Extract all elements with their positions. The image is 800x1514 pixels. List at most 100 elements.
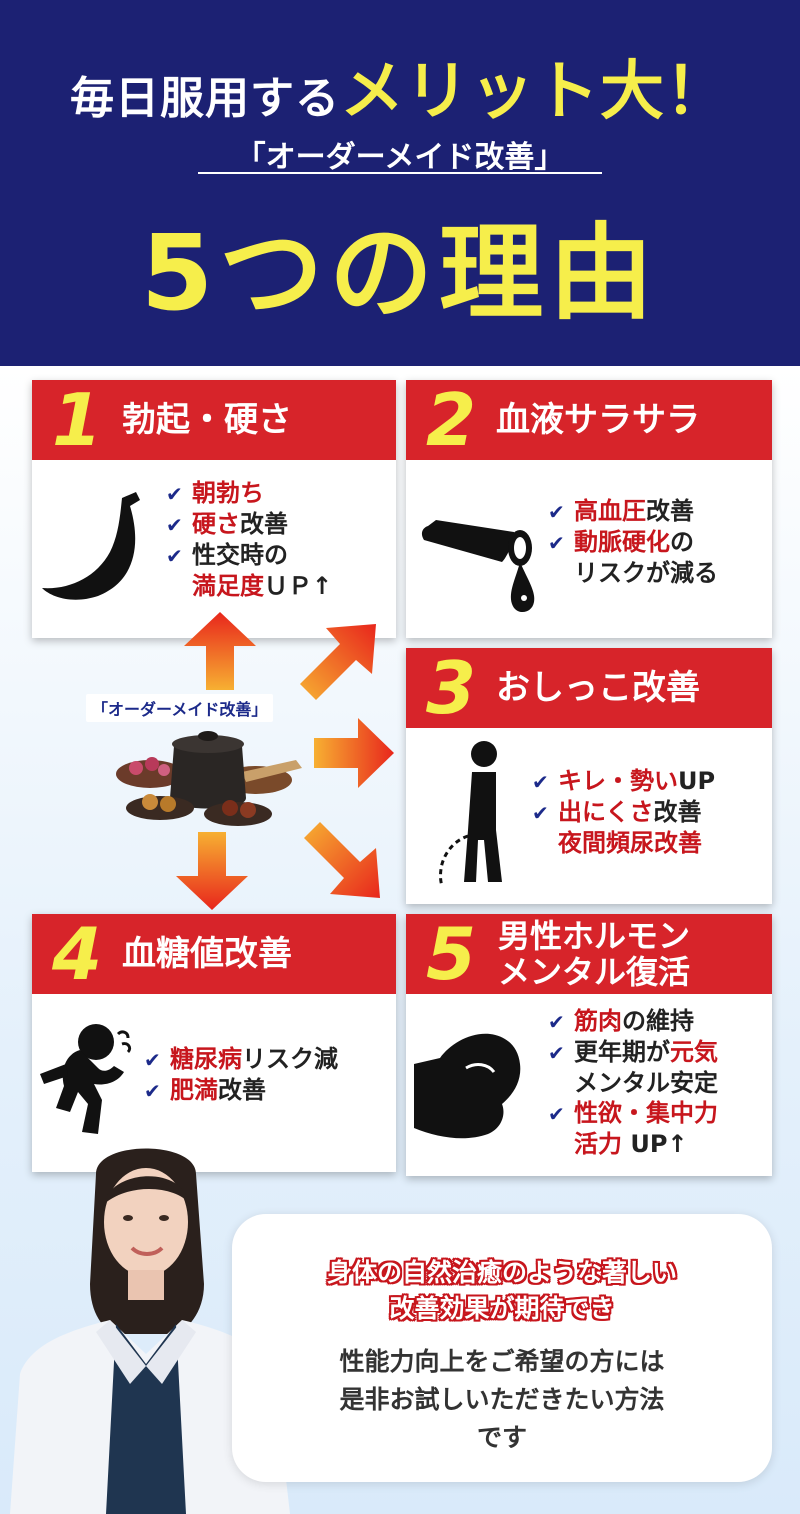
- card-5-title: 男性ホルモン メンタル復活: [498, 918, 690, 990]
- header-line1: 毎日服用するメリット大！: [0, 40, 800, 132]
- card-3: 3 おしっこ改善 ✔キレ・勢いUP ✔出にくさ改善 夜間頻尿改善: [406, 646, 772, 904]
- check-icon: ✔: [548, 1010, 565, 1034]
- card-2-title: 血液サラサラ: [496, 400, 700, 440]
- item-text: 更年期が: [574, 1038, 670, 1066]
- card-2-item: ✔ 高血圧改善: [548, 496, 718, 527]
- check-icon: ✔: [166, 513, 183, 537]
- item-text: UP↑: [622, 1130, 688, 1158]
- card-5-title-line1: 男性ホルモン: [498, 917, 691, 955]
- item-red-text: 肥満: [170, 1076, 218, 1104]
- card-5-item: ✔ 性欲・集中力: [548, 1098, 718, 1129]
- card-5-title-line2: メンタル復活: [498, 953, 691, 991]
- item-text: 改善: [240, 510, 288, 538]
- header-divider: [198, 172, 602, 174]
- item-text: リスク減: [242, 1045, 338, 1073]
- card-5-header: 5 男性ホルモン メンタル復活: [406, 912, 772, 996]
- card-2-item: リスクが減る: [548, 558, 718, 588]
- card-2-number: 2: [426, 378, 477, 462]
- item-red-text: 活力: [574, 1130, 622, 1158]
- doctor-photo: [10, 1148, 290, 1514]
- header-banner: 毎日服用するメリット大！ 「オーダーメイド改善」 5つの理由: [0, 0, 800, 366]
- card-3-header: 3 おしっこ改善: [406, 646, 772, 730]
- item-red-text: 硬さ: [192, 510, 240, 538]
- arrow-right-icon: [314, 718, 394, 788]
- herbal-pot-icon: [116, 731, 302, 826]
- card-4-header: 4 血糖値改善: [32, 912, 396, 996]
- item-text: 改善: [646, 497, 694, 525]
- card-4-checklist: ✔ 糖尿病リスク減 ✔ 肥満改善: [144, 1044, 338, 1106]
- card-4-item: ✔ 糖尿病リスク減: [144, 1044, 338, 1075]
- center-label: 「オーダーメイド改善」: [86, 694, 274, 722]
- item-red-text: 朝勃ち: [192, 479, 264, 507]
- card-3-checklist: ✔キレ・勢いUP ✔出にくさ改善 夜間頻尿改善: [532, 766, 715, 858]
- item-text: 性交時の: [192, 541, 288, 569]
- item-text: 改善: [218, 1076, 266, 1104]
- card-2-item: ✔動脈硬化の: [548, 527, 718, 558]
- item-red-text: 夜間頻尿改善: [558, 829, 702, 857]
- bubble-text-line3: です: [476, 1423, 527, 1452]
- card-5-number: 5: [426, 912, 477, 996]
- card-2-header: 2 血液サラサラ: [406, 378, 772, 462]
- bubble-text-line1: 性能力向上をご希望の方には: [339, 1347, 665, 1376]
- bubble-highlight-line1: 身体の自然治癒のような著しい: [326, 1258, 677, 1287]
- card-1-number: 1: [52, 378, 103, 462]
- check-icon: ✔: [166, 544, 183, 568]
- card-4-item: ✔ 肥満改善: [144, 1075, 338, 1106]
- check-icon: ✔: [532, 801, 549, 825]
- arrow-up-right-icon: [300, 624, 376, 700]
- card-5-item: 活力 UP↑: [548, 1129, 718, 1159]
- card-1-item: ✔ 朝勃ち: [166, 478, 332, 509]
- item-red-text: 満足度: [192, 572, 264, 600]
- check-icon: ✔: [532, 770, 549, 794]
- item-text: UP: [678, 767, 716, 795]
- banana-icon: [42, 492, 140, 600]
- card-3-number: 3: [426, 646, 477, 730]
- check-icon: ✔: [166, 482, 183, 506]
- card-1-header: 1 勃起・硬さ: [32, 378, 396, 462]
- card-3-item: 夜間頻尿改善: [532, 828, 715, 858]
- card-5: 5 男性ホルモン メンタル復活 ✔ 筋肉の維持 ✔ 更年期が元気 メンタル安定 ✔ 性…: [406, 912, 772, 1176]
- item-text: ＵＰ↑: [264, 572, 333, 600]
- bubble-text-line2: 是非お試しいただきたい方法: [339, 1385, 665, 1414]
- check-icon: ✔: [548, 500, 565, 524]
- item-red-text: 筋肉: [574, 1007, 622, 1035]
- card-3-title: おしっこ改善: [496, 668, 700, 708]
- item-text: メンタル安定: [574, 1069, 718, 1097]
- arrow-down-icon: [176, 832, 248, 910]
- item-red-text: 元気: [670, 1038, 718, 1066]
- header-subtitle: 「オーダーメイド改善」: [235, 140, 565, 175]
- card-4-title: 血糖値改善: [122, 934, 292, 974]
- item-text: の維持: [622, 1007, 694, 1035]
- urinating-man-icon: [439, 741, 502, 887]
- card-1-item: ✔ 硬さ改善: [166, 509, 332, 540]
- header-title: 5つの理由: [140, 212, 660, 334]
- arrow-down-right-icon: [304, 822, 380, 898]
- check-icon: ✔: [144, 1048, 161, 1072]
- card-3-item: ✔出にくさ改善: [532, 797, 715, 828]
- header-line1-emphasis: メリット大！: [340, 55, 730, 129]
- card-4-number: 4: [52, 912, 103, 996]
- check-icon: ✔: [144, 1079, 161, 1103]
- card-1-title: 勃起・硬さ: [122, 400, 292, 440]
- card-5-item: ✔ 筋肉の維持: [548, 1006, 718, 1037]
- card-3-item: ✔ キレ・勢いUP: [532, 766, 715, 797]
- check-icon: ✔: [548, 1041, 565, 1065]
- item-red-text: 糖尿病: [170, 1045, 242, 1073]
- card-1-item: 満足度ＵＰ↑: [166, 571, 332, 601]
- card-5-item: メンタル安定: [548, 1068, 718, 1098]
- flexed-arm-icon: [414, 1033, 521, 1139]
- header-line1-prefix: 毎日服用する: [70, 73, 340, 124]
- item-red-text: 性欲・集中力: [574, 1099, 718, 1127]
- card-2-checklist: ✔ 高血圧改善 ✔動脈硬化の リスクが減る: [548, 496, 718, 588]
- card-1-item: ✔ 性交時の: [166, 540, 332, 571]
- card-4: 4 血糖値改善 ✔ 糖尿病リスク減 ✔ 肥満改善: [32, 912, 396, 1172]
- item-red-text: 出にくさ: [558, 798, 654, 826]
- bubble-highlight-line2: 改善効果が期待でき: [389, 1294, 615, 1323]
- card-1-checklist: ✔ 朝勃ち ✔ 硬さ改善 ✔ 性交時の 満足度ＵＰ↑: [166, 478, 332, 601]
- message-bubble: 身体の自然治癒のような著しい 改善効果が期待でき 性能力向上をご希望の方には 是…: [232, 1214, 772, 1482]
- item-red-text: キレ・勢い: [558, 767, 678, 795]
- item-text: の: [670, 528, 694, 556]
- check-icon: ✔: [548, 1102, 565, 1126]
- card-5-item: ✔ 更年期が元気: [548, 1037, 718, 1068]
- item-red-text: 高血圧: [574, 497, 646, 525]
